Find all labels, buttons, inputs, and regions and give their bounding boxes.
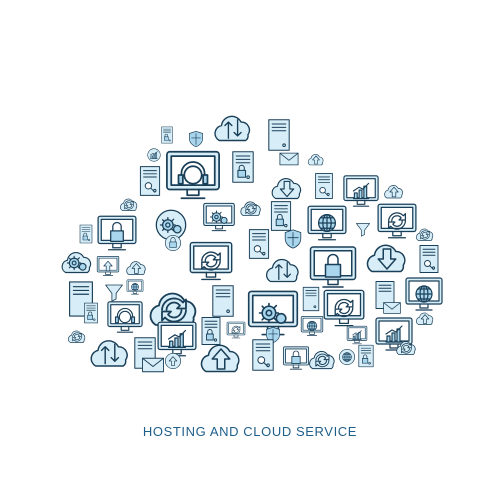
cloud-icon: [307, 154, 324, 166]
server-icon: [419, 245, 439, 273]
bar-chart-icon: [343, 175, 379, 207]
cloud-icon: [416, 228, 434, 241]
upload-icon: [164, 352, 182, 370]
globe-icon: [338, 348, 356, 366]
sync-icon: [323, 289, 365, 327]
server-icon: [79, 224, 93, 244]
upload-icon: [200, 344, 240, 373]
server-icon: [270, 201, 292, 231]
download-icon: [366, 244, 406, 273]
envelope-icon: [279, 152, 299, 166]
funnel-icon: [356, 223, 370, 237]
monitor-icon: [346, 325, 368, 345]
download-icon: [271, 178, 302, 200]
headset-icon: [166, 150, 220, 200]
server-icon: [84, 302, 98, 324]
server-icon: [358, 344, 374, 368]
cloud-icon: [214, 115, 251, 142]
sync-icon: [266, 258, 299, 283]
shield-icon: [189, 130, 203, 148]
lock-icon: [309, 246, 357, 288]
server-icon: [201, 317, 221, 345]
globe-icon: [307, 205, 347, 241]
lock-icon: [282, 346, 310, 370]
server-icon: [315, 172, 333, 200]
upload-icon: [416, 312, 434, 325]
cloud-icon: [226, 321, 246, 339]
bar-chart-icon: [375, 317, 413, 351]
server-icon: [248, 229, 270, 259]
envelope-icon: [142, 357, 164, 373]
upload-icon: [96, 256, 120, 276]
gears-icon: [203, 202, 235, 232]
upload-icon: [384, 185, 403, 199]
sync-icon: [309, 350, 335, 370]
sync-icon: [149, 292, 197, 326]
server-icon: [268, 119, 290, 151]
server-icon: [302, 286, 320, 312]
server-icon: [161, 126, 173, 144]
shield-icon: [284, 229, 302, 249]
sync-icon: [189, 241, 233, 281]
headset-icon: [107, 301, 143, 333]
globe-icon: [126, 279, 144, 295]
envelope-icon: [383, 302, 401, 314]
cloud-icon: [240, 201, 261, 216]
cloud-icon: [396, 341, 416, 355]
gears-icon: [61, 252, 92, 274]
server-icon: [232, 151, 254, 183]
lock-icon: [97, 215, 137, 251]
lock-icon: [164, 234, 182, 252]
funnel-icon: [105, 284, 123, 302]
cloud-icon: [90, 340, 128, 367]
globe-icon: [300, 316, 324, 336]
globe-icon: [405, 277, 443, 311]
server-icon: [252, 339, 274, 371]
sync-icon: [377, 203, 417, 239]
bar-chart-icon: [157, 321, 197, 357]
caption-title: HOSTING AND CLOUD SERVICE: [142, 424, 358, 439]
server-icon: [212, 285, 234, 317]
monitor-icon: [147, 148, 161, 162]
server-icon: [139, 166, 161, 196]
cloud-icon: [120, 198, 138, 211]
cloud-icon: [126, 261, 146, 275]
sync-icon: [68, 330, 86, 343]
